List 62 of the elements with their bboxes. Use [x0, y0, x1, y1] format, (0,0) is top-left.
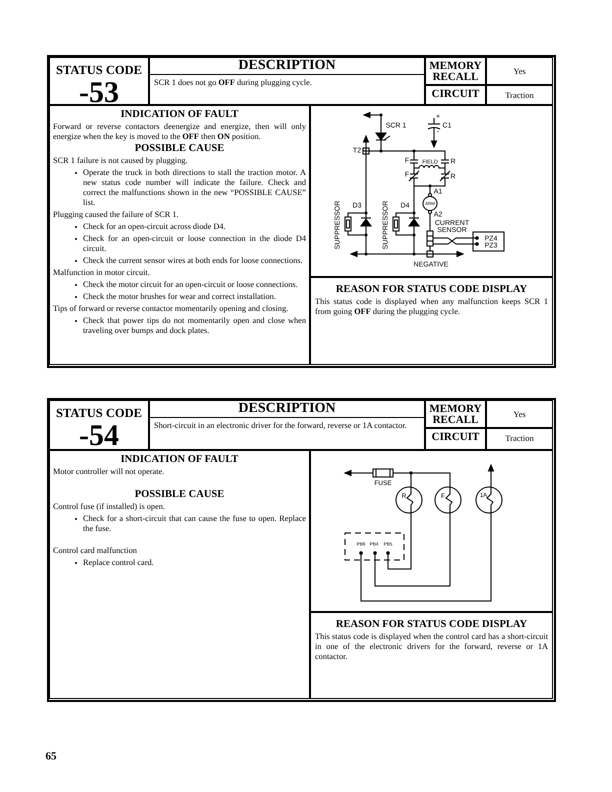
field-value: Yes: [512, 409, 527, 419]
schematic-panel: [310, 105, 553, 277]
body-text: Motor controller will not operate.: [53, 467, 166, 477]
field-value: Traction: [504, 433, 535, 443]
body-text: This status code is displayed when any malfunction keeps SCR 1 from going OFF during the plugging cycle.: [315, 297, 548, 317]
bullet-text: Operate the truck in both directions to stall the traction motor. A new status code number will indicate the failure. Check and correct the malfunctions shown in the new “POSSIBLE CAUSE” list.: [83, 168, 306, 208]
section-heading: REASON FOR STATUS CODE DISPLAY: [334, 284, 528, 295]
value-cell: [486, 57, 553, 85]
value-cell: [486, 428, 553, 450]
section-heading: POSSIBLE CAUSE: [134, 489, 226, 500]
status-code-cell: [49, 57, 149, 105]
field-label: CIRCUIT: [430, 89, 480, 100]
field-value: Traction: [504, 90, 535, 100]
body-text: Control fuse (if installed) is open.: [53, 502, 166, 512]
status-code-cell: [49, 400, 149, 450]
section-heading: INDICATION OF FAULT: [120, 454, 240, 465]
bullet-text: Check the current sensor wires at both ends for loose connections.: [83, 256, 304, 266]
status-code-label: STATUS CODE: [54, 63, 144, 78]
circuit-cell: [425, 85, 486, 105]
memory-recall-cell: [425, 57, 486, 85]
body-text: SCR 1 failure is not caused by plugging.: [53, 156, 189, 166]
bullet-text: Check that power tips do not momentarily open and close when traveling over bumps and dock plates.: [83, 316, 306, 336]
field-label: MEMORY RECALL: [428, 61, 483, 83]
circuit-cell: [425, 428, 486, 450]
value-cell: [486, 85, 553, 105]
body-text: SCR 1 does not go OFF during plugging cycle.: [154, 78, 313, 88]
value-cell: [486, 400, 553, 428]
bullet-text: Check the motor circuit for an open-circuit or loose connections.: [83, 280, 299, 290]
body-text: Plugging caused the failure of SCR 1.: [53, 210, 180, 220]
page-number: 65: [46, 752, 56, 762]
status-code-number: -54: [78, 421, 120, 450]
field-label: CIRCUIT: [430, 432, 480, 443]
field-label: MEMORY RECALL: [428, 404, 483, 426]
body-text: Control card malfunction: [53, 546, 138, 556]
field-value: Yes: [512, 66, 527, 76]
section-heading: DESCRIPTION: [150, 401, 424, 418]
status-code-card: [47, 398, 556, 702]
body-text: This status code is displayed when the control card has a short-circuit in one of the electronic drivers for the forward, reverse or 1A contactor.: [315, 632, 548, 662]
section-heading: POSSIBLE CAUSE: [134, 143, 226, 154]
bullet-text: Check for an open-circuit or loose connection in the diode D4 circuit.: [83, 234, 306, 254]
body-text: Tips of forward or reverse contactor momentarily opening and closing.: [53, 304, 290, 314]
memory-recall-cell: [425, 400, 486, 428]
status-code-card: [47, 55, 556, 368]
reason-section: [310, 612, 553, 699]
body-text: Short-circuit in an electronic driver for the forward, reverse or 1A contactor.: [154, 421, 408, 431]
body-text: Malfunction in motor circuit.: [53, 268, 151, 278]
section-heading: REASON FOR STATUS CODE DISPLAY: [334, 619, 528, 630]
fault-section: [49, 105, 310, 365]
status-code-number: -53: [78, 78, 120, 107]
bullet-text: Check for an open-circuit across diode D4.: [83, 222, 227, 232]
bullet-text: Check the motor brushes for wear and correct installation.: [83, 292, 277, 302]
description-cell: [149, 400, 425, 450]
fault-section: [49, 450, 310, 699]
description-cell: [149, 57, 425, 105]
status-code-label: STATUS CODE: [54, 406, 144, 421]
bullet-text: Replace control card.: [83, 558, 155, 568]
bullet-text: Check for a short-circuit that can cause the fuse to open. Replace the fuse.: [83, 514, 306, 534]
reason-section: [310, 277, 553, 365]
schematic-panel: [310, 450, 553, 612]
section-heading: DESCRIPTION: [150, 58, 424, 75]
body-text: Forward or reverse contactors deenergize and energize, then will only energize when the key is moved to the OFF then ON position.: [53, 122, 306, 142]
section-heading: INDICATION OF FAULT: [120, 109, 240, 120]
